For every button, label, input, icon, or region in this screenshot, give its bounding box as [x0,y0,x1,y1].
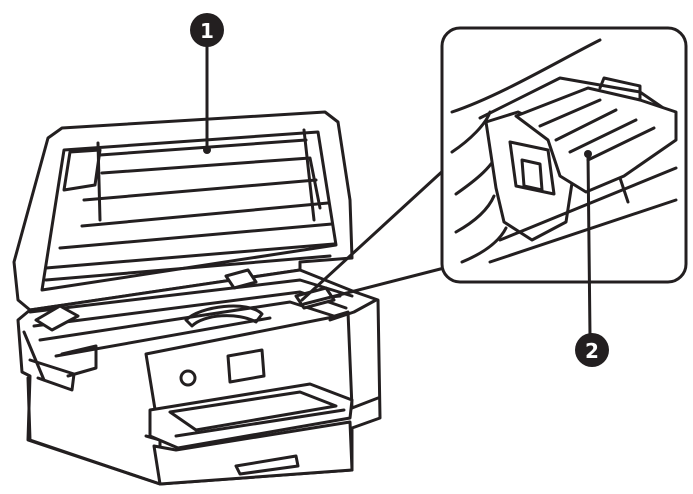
callout-leaders [205,44,592,338]
scanner-lid [12,110,354,312]
callout-1-number: 1 [200,19,214,43]
inset-detail [440,26,688,284]
callout-1: 1 [190,13,224,47]
zoom-lead-lines [300,166,454,306]
callout-2-number: 2 [585,339,599,363]
callout-1-badge [190,13,224,47]
callout-2-leader [586,152,592,338]
printer-body [16,268,382,486]
callout-2: 2 [575,333,609,367]
callout-2-badge [575,333,609,367]
